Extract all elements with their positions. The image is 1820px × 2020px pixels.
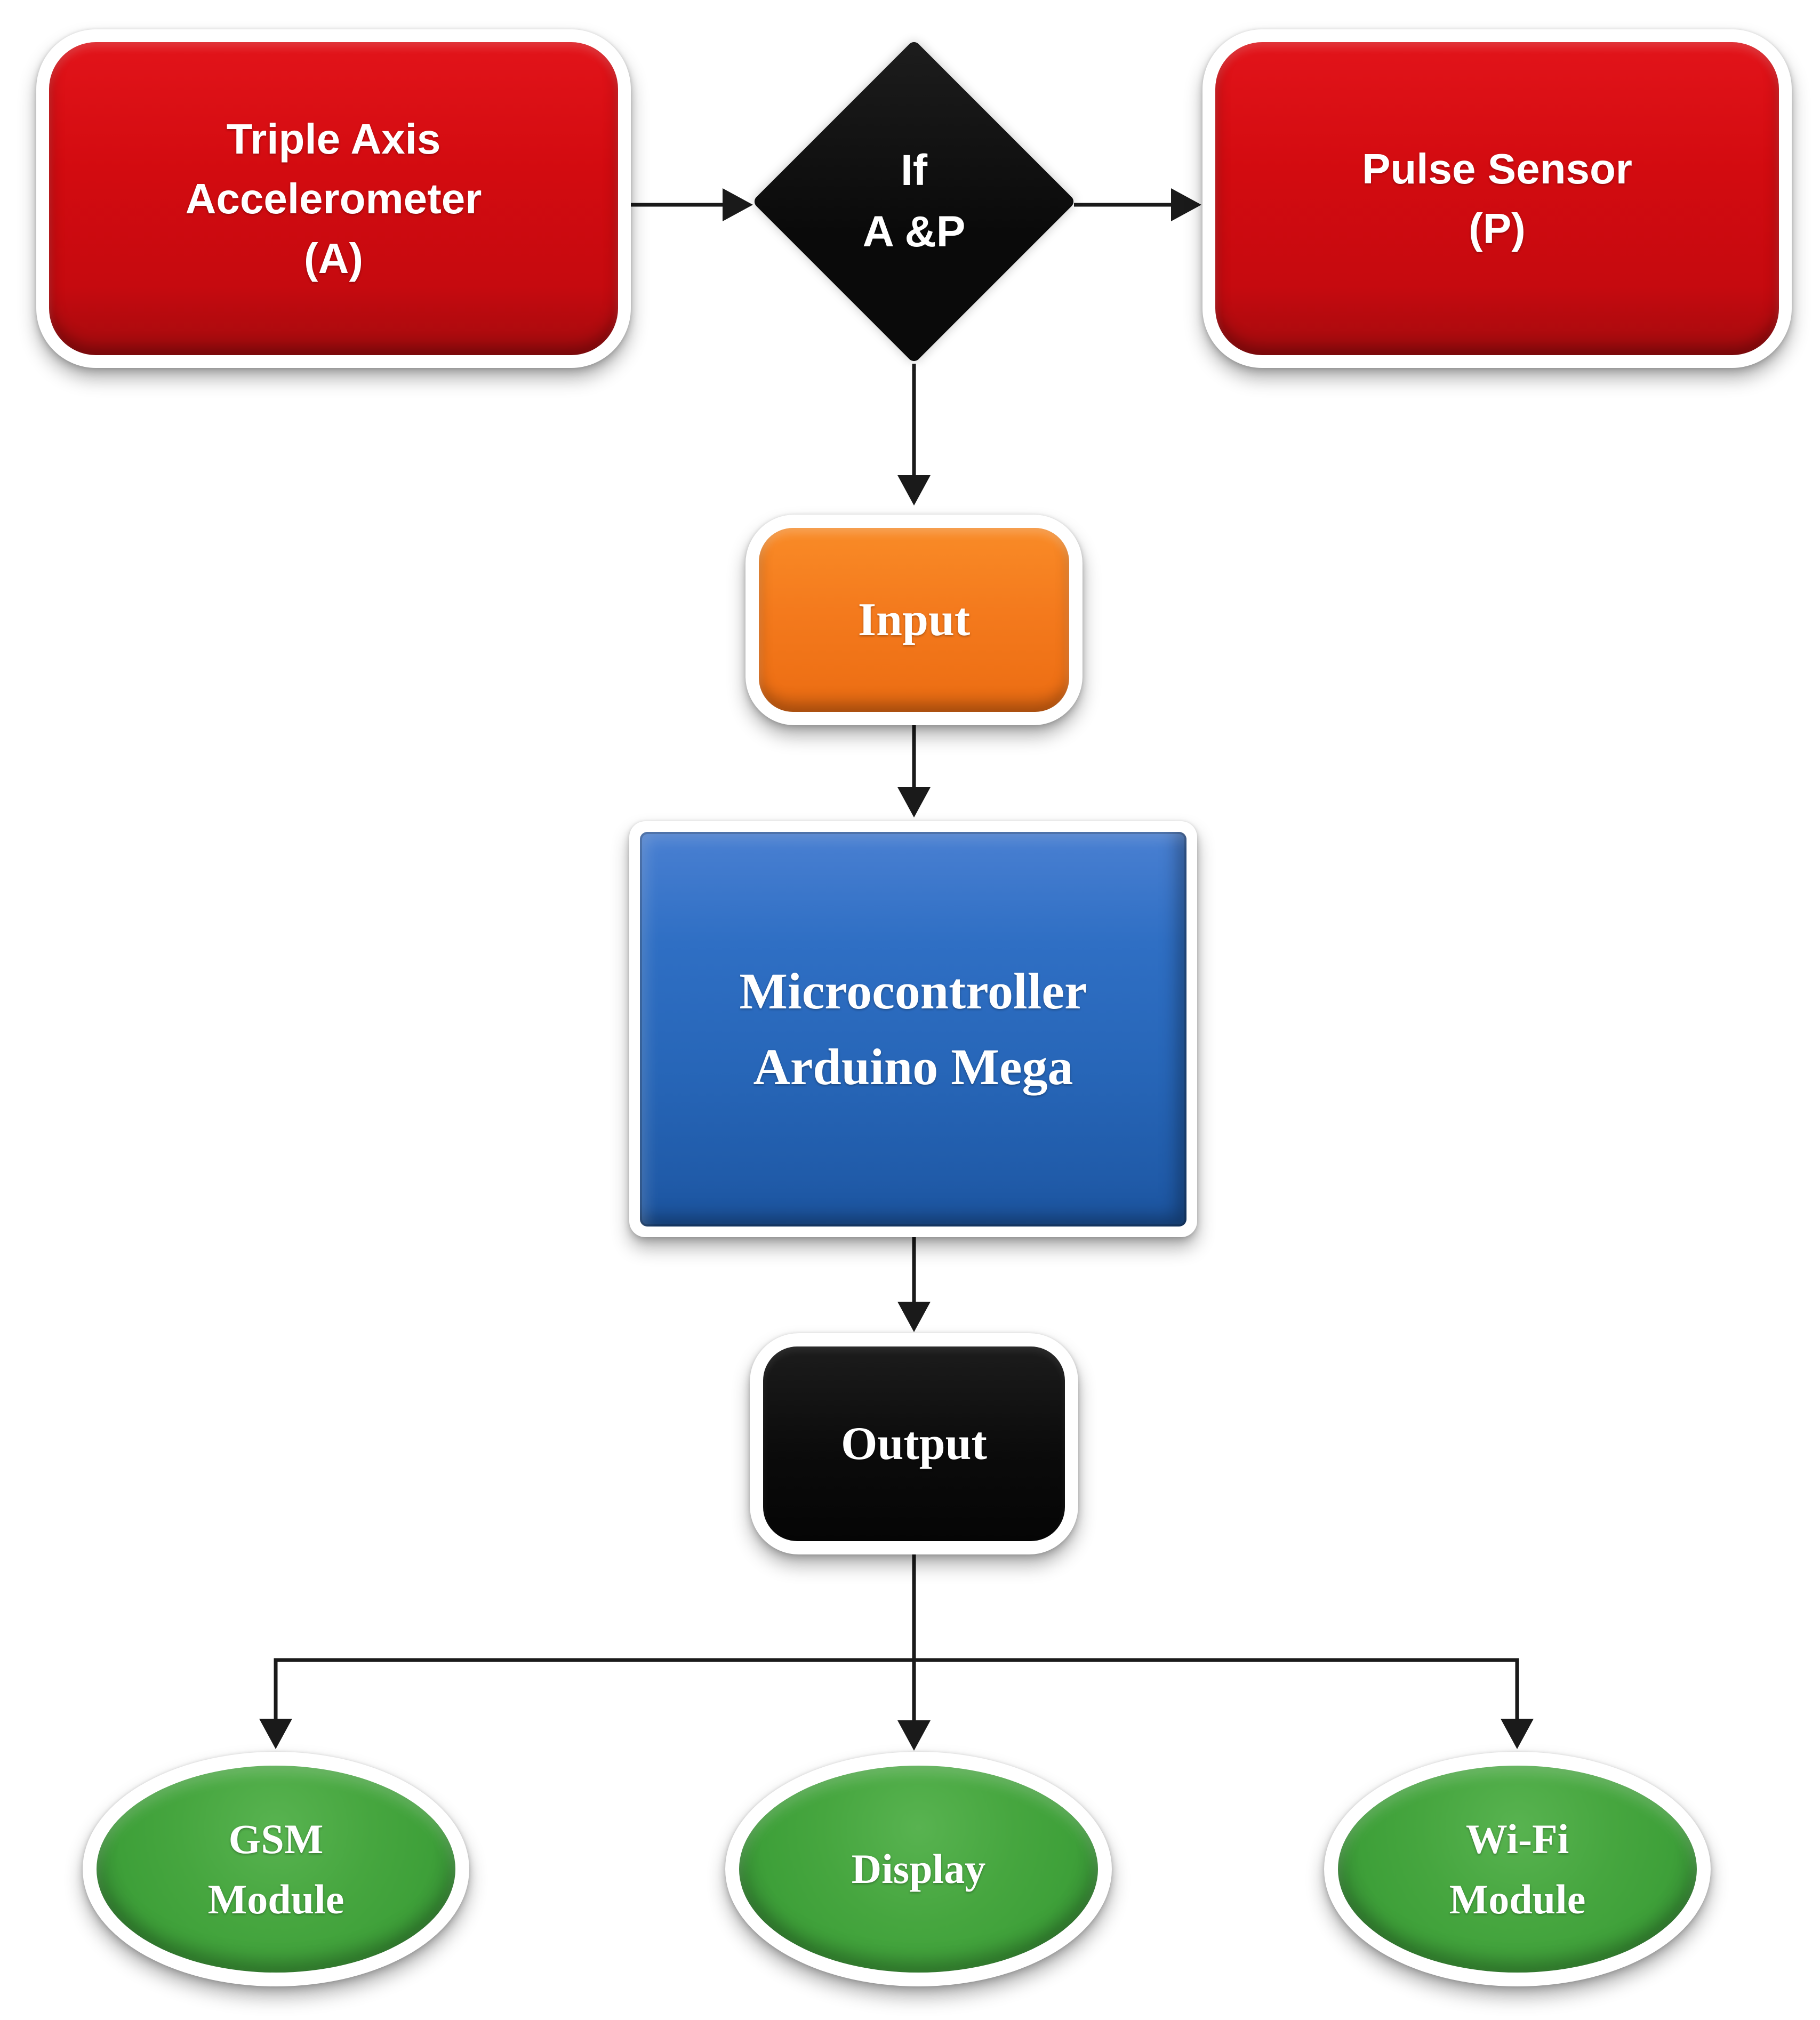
microcontroller-shape-fill: Microcontroller Arduino Mega bbox=[640, 832, 1186, 1227]
microcontroller-label: Microcontroller Arduino Mega bbox=[739, 962, 1087, 1095]
arrowhead-to-display bbox=[897, 1720, 931, 1751]
node-microcontroller-arduino-mega: Microcontroller Arduino Mega bbox=[629, 821, 1197, 1237]
node-output: Output bbox=[750, 1333, 1078, 1554]
wifi-shape-fill: Wi-Fi Module bbox=[1338, 1766, 1697, 1973]
wifi-label: Wi-Fi Module bbox=[1449, 1815, 1586, 1922]
node-triple-axis-accelerometer: Triple Axis Accelerometer (A) bbox=[36, 29, 631, 368]
arrowhead-to-output bbox=[897, 1302, 931, 1332]
input-label: Input bbox=[857, 594, 971, 646]
decision-label-box: If A &P bbox=[781, 122, 1047, 282]
node-gsm-module: GSM Module bbox=[83, 1752, 469, 1986]
arrowhead-to-microcontroller bbox=[897, 787, 931, 817]
node-wifi-module: Wi-Fi Module bbox=[1324, 1752, 1711, 1986]
arrowhead-to-gsm bbox=[259, 1719, 292, 1749]
node-display: Display bbox=[725, 1752, 1112, 1986]
gsm-shape-fill: GSM Module bbox=[97, 1766, 455, 1973]
arrowhead-to-input bbox=[897, 475, 931, 506]
pulse-sensor-label: Pulse Sensor (P) bbox=[1362, 145, 1632, 252]
input-shape-fill: Input bbox=[759, 528, 1069, 712]
node-pulse-sensor: Pulse Sensor (P) bbox=[1202, 29, 1792, 368]
decision-label: If A &P bbox=[862, 146, 966, 256]
arrowhead-to-decision bbox=[723, 188, 753, 221]
display-shape-fill: Display bbox=[739, 1766, 1098, 1973]
accelerometer-shape-fill: Triple Axis Accelerometer (A) bbox=[49, 42, 618, 355]
arrowhead-to-pulse-sensor bbox=[1171, 188, 1201, 221]
output-shape-fill: Output bbox=[763, 1346, 1065, 1541]
display-label: Display bbox=[851, 1846, 986, 1893]
node-input: Input bbox=[745, 515, 1083, 725]
pulse-sensor-shape-fill: Pulse Sensor (P) bbox=[1215, 42, 1779, 355]
accelerometer-label: Triple Axis Accelerometer (A) bbox=[185, 115, 482, 282]
arrowhead-to-wifi bbox=[1501, 1719, 1534, 1749]
output-label: Output bbox=[841, 1418, 987, 1470]
gsm-label: GSM Module bbox=[207, 1815, 344, 1922]
